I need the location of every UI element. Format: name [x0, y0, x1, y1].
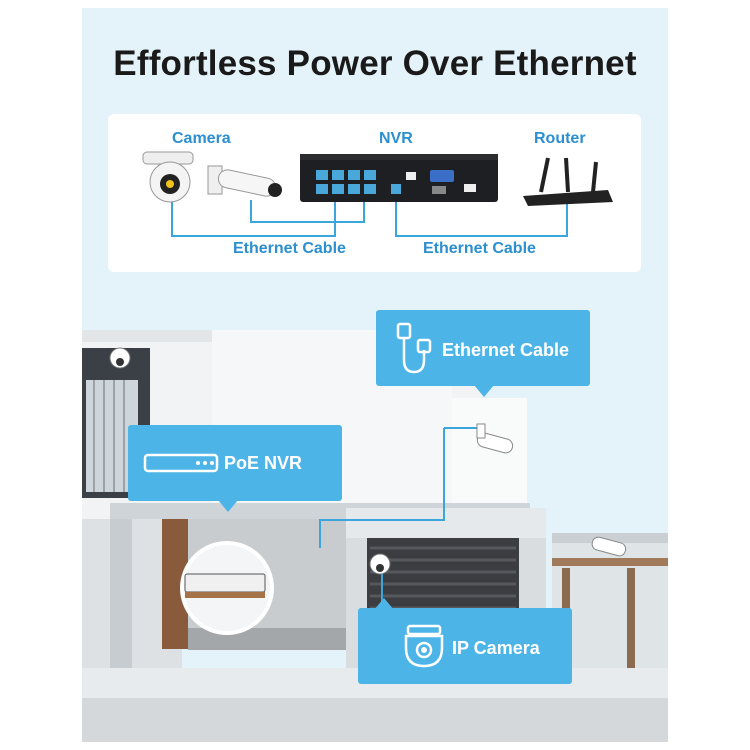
callout-ip-camera-text: IP Camera — [452, 638, 540, 658]
camera-label: Camera — [172, 130, 231, 147]
topology-card: Camera NVR Router Ethernet Cable Etherne… — [108, 114, 641, 272]
nvr-icon — [143, 453, 219, 473]
dome-camera-icon — [404, 624, 444, 668]
nvr-device-icon — [300, 154, 498, 202]
callout-ethernet-text: Ethernet Cable — [442, 340, 570, 360]
ethernet-cable-label-left: Ethernet Cable — [233, 240, 346, 257]
callout-ethernet-pointer — [474, 385, 494, 397]
router-label: Router — [534, 130, 586, 147]
callout-poe-nvr: PoE NVR — [128, 425, 342, 501]
ptz-camera-icon — [142, 151, 194, 203]
callout-ethernet-cable: Ethernet Cable — [376, 310, 590, 386]
callout-ip-camera-pointer — [374, 598, 394, 610]
page-title: Effortless Power Over Ethernet — [113, 44, 637, 83]
bullet-camera-icon — [207, 165, 282, 197]
router-icon — [523, 157, 613, 206]
ethernet-cable-label-right: Ethernet Cable — [423, 240, 536, 257]
callout-ip-camera: IP Camera — [358, 608, 572, 684]
callout-poe-nvr-pointer — [218, 500, 238, 512]
topology-diagram — [142, 151, 613, 237]
callout-poe-nvr-text: PoE NVR — [224, 453, 303, 473]
nvr-label: NVR — [379, 130, 413, 147]
ethernet-plug-icon — [396, 322, 432, 374]
